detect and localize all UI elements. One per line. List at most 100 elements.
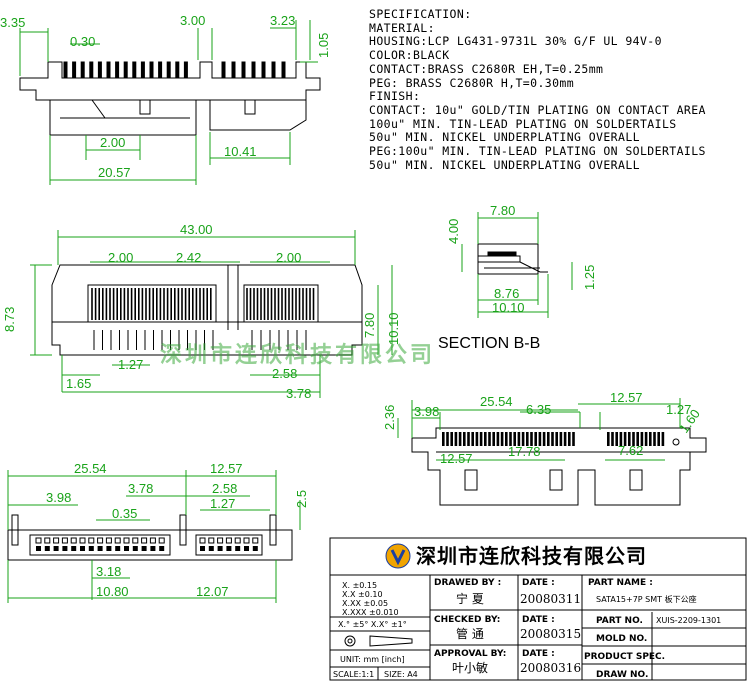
right-contact [619, 432, 623, 446]
dim-25-54-bottom: 25.54 [74, 461, 107, 476]
right-contact [547, 432, 550, 446]
right-contact [446, 432, 449, 446]
date-label-2: DATE : [522, 615, 555, 625]
drawn-by-label: DRAWED BY : [434, 578, 501, 588]
bottom-pad [141, 546, 147, 551]
dim-10-80: 10.80 [96, 584, 129, 599]
bottom-pad [106, 546, 112, 551]
bottom-pad [88, 537, 95, 544]
right-view-dimensions [397, 398, 681, 461]
bottom-pad [217, 537, 224, 544]
bottom-pad [105, 537, 112, 544]
right-contact [657, 432, 660, 446]
dim-1-05: 1.05 [316, 33, 331, 58]
bottom-pad [235, 546, 241, 551]
date-value-1: 20080311 [520, 592, 581, 606]
spec-line: CONTACT:BRASS C2680R EH,T=0.25mm [369, 61, 604, 76]
spec-line: PEG: BRASS C2680R H,T=0.30mm [369, 75, 575, 90]
dim-3-18: 3.18 [96, 564, 121, 579]
right-contact [479, 432, 483, 446]
draw-no-label: DRAW NO. [596, 670, 648, 680]
drawn-by-value: 宁 夏 [456, 591, 484, 606]
bottom-pad [71, 546, 77, 551]
dim-17-78: 17.78 [508, 444, 541, 459]
right-contact [526, 432, 529, 446]
top-pin [106, 61, 111, 79]
bottom-pad [114, 537, 121, 544]
right-contact [517, 432, 521, 446]
title-block [329, 537, 747, 681]
bottom-pad [208, 546, 214, 551]
dim-43-00: 43.00 [180, 222, 213, 237]
top-pin [123, 61, 128, 79]
spec-line: 100u" MIN. TIN-LEAD PLATING ON SOLDERTAI… [369, 116, 677, 131]
bottom-pad [234, 537, 241, 544]
bottom-pad [44, 546, 50, 551]
right-contact [450, 432, 453, 446]
bottom-pad [80, 546, 85, 551]
dim-10-10-front: 10.10 [386, 312, 401, 345]
bottom-pad [243, 537, 250, 544]
dim-3-00: 3.00 [180, 13, 205, 28]
bottom-pad [208, 537, 215, 544]
dim-2-5: 2.5 [294, 490, 309, 508]
dim-2-36: 2.36 [382, 405, 397, 430]
top-view-dimensions [19, 20, 318, 185]
date-value-2: 20080315 [520, 627, 581, 641]
right-contact [538, 432, 542, 446]
bottom-pad [132, 537, 139, 544]
top-pin [63, 61, 68, 79]
top-pin [97, 61, 102, 79]
top-pin [166, 61, 171, 79]
spec-line: HOUSING:LCP LG431-9731L 30% G/F UL 94V-0 [369, 34, 662, 49]
dim-1-25: 1.25 [582, 265, 597, 290]
date-label-1: DATE : [522, 578, 555, 588]
dim-7-80-section: 7.80 [490, 203, 515, 218]
bottom-pad [53, 546, 59, 551]
dim-3-98-right: 3.98 [414, 404, 439, 419]
bottom-pad [200, 546, 205, 551]
spec-line: 50u" MIN. NICKEL UNDERPLATING OVERALL [369, 130, 640, 145]
right-contact [653, 432, 656, 446]
bottom-pad [44, 537, 51, 544]
bottom-pad [226, 546, 232, 551]
top-pin [80, 61, 85, 79]
dim-3-35: 3.35 [0, 15, 25, 30]
bottom-pad [97, 546, 103, 551]
bottom-pad [36, 546, 41, 551]
bottom-pad [123, 537, 130, 544]
right-contact [555, 432, 558, 446]
dim-6-35: 6.35 [526, 402, 551, 417]
spec-line: SPECIFICATION: [369, 7, 472, 21]
spec-line: COLOR:BLACK [369, 48, 450, 63]
bottom-pad [53, 537, 60, 544]
right-contact [442, 432, 445, 446]
date-label-3: DATE : [522, 649, 555, 659]
bottom-pad [199, 537, 206, 544]
right-contact [636, 432, 639, 446]
right-contact [505, 432, 508, 446]
dim-12-07: 12.07 [196, 584, 229, 599]
right-contact [542, 432, 546, 446]
section-view [477, 243, 548, 275]
right-view [411, 427, 707, 506]
bottom-pad [217, 546, 223, 551]
spec-line: CONTACT: 10u" GOLD/TIN PLATING ON CONTAC… [369, 102, 706, 117]
dim-1-27-bottom: 1.27 [210, 496, 235, 511]
top-pin [251, 61, 256, 79]
right-contact [471, 432, 474, 446]
spec-line: PEG:100u" MIN. TIN-LEAD PLATING ON SOLDE… [369, 144, 706, 159]
bottom-pad [97, 537, 104, 544]
right-contact [615, 432, 618, 446]
dim-20-57: 20.57 [98, 165, 131, 180]
watermark-text: 深圳市连欣科技有限公司 [160, 342, 435, 368]
top-pin [89, 61, 94, 79]
right-contact [649, 432, 652, 446]
right-contact [572, 432, 575, 446]
dim-0-35: 0.35 [112, 506, 137, 521]
bottom-pad [252, 537, 259, 544]
dim-12-57-right: 12.57 [610, 390, 643, 405]
dim-7-80: 7.80 [362, 313, 377, 338]
bottom-pad [150, 546, 156, 551]
bottom-pad [149, 537, 156, 544]
